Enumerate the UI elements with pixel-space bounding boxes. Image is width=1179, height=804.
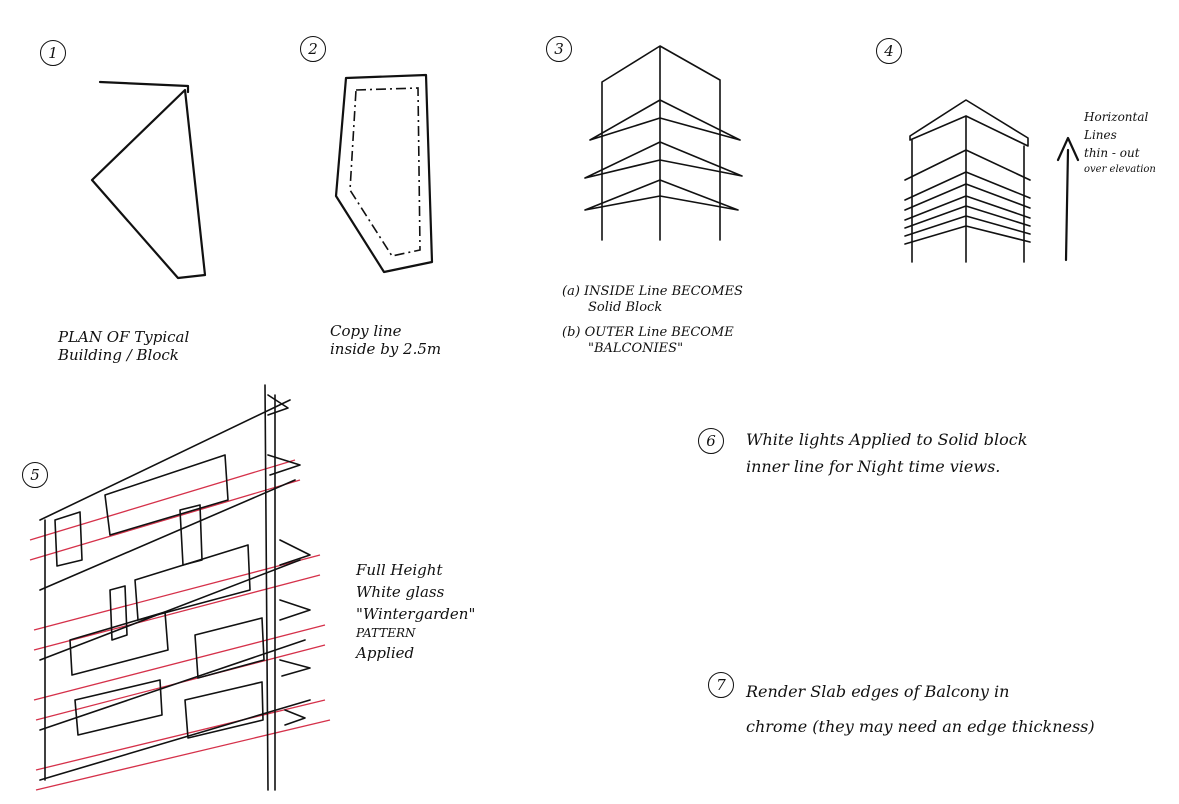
step-7-caption: Render Slab edges of Balcony in chrome (… xyxy=(746,674,1095,744)
caption-line: Render Slab edges of Balcony in xyxy=(746,674,1095,709)
caption-line: (a) INSIDE Line BECOMES xyxy=(562,284,743,300)
caption-line: PLAN OF Typical xyxy=(58,328,189,346)
caption-line: PATTERN xyxy=(356,625,475,642)
step-2-number: 2 xyxy=(300,36,326,62)
caption-line: thin - out xyxy=(1084,144,1156,162)
facade-elevation-sketch xyxy=(30,385,330,790)
caption-line: "Wintergarden" xyxy=(356,604,475,626)
caption-line: Horizontal xyxy=(1084,108,1156,126)
step-5-caption: Full Height White glass "Wintergarden" P… xyxy=(356,560,475,664)
caption-line: Solid Block xyxy=(562,300,743,316)
caption-line: inner line for Night time views. xyxy=(746,453,1027,480)
step-3-number: 3 xyxy=(546,36,572,62)
step-1-caption: PLAN OF Typical Building / Block xyxy=(58,328,189,364)
caption-line: Lines xyxy=(1084,126,1156,144)
inset-copy-sketch xyxy=(336,75,432,272)
caption-line: "BALCONIES" xyxy=(562,341,743,357)
caption-line: over elevation xyxy=(1084,162,1156,177)
caption-line: inside by 2.5m xyxy=(330,340,441,358)
caption-line: Copy line xyxy=(330,322,441,340)
caption-line: White lights Applied to Solid block xyxy=(746,426,1027,453)
step-3-caption: (a) INSIDE Line BECOMES Solid Block (b) … xyxy=(562,284,743,356)
caption-line: (b) OUTER Line BECOME xyxy=(562,325,743,341)
step-4-caption: Horizontal Lines thin - out over elevati… xyxy=(1084,108,1156,177)
caption-line: chrome (they may need an edge thickness) xyxy=(746,709,1095,744)
caption-line: White glass xyxy=(356,582,475,604)
stacked-floors-sketch xyxy=(585,46,742,240)
thinning-lines-sketch xyxy=(905,100,1078,262)
caption-line: Applied xyxy=(356,643,475,665)
caption-line: Full Height xyxy=(356,560,475,582)
step-4-number: 4 xyxy=(876,38,902,64)
step-2-caption: Copy line inside by 2.5m xyxy=(330,322,441,358)
step-1-number: 1 xyxy=(40,40,66,66)
building-plan-sketch xyxy=(92,82,205,278)
step-7-number: 7 xyxy=(708,672,734,698)
step-6-number: 6 xyxy=(698,428,724,454)
caption-line: Building / Block xyxy=(58,346,189,364)
step-6-caption: White lights Applied to Solid block inne… xyxy=(746,426,1027,480)
step-5-number: 5 xyxy=(22,462,48,488)
